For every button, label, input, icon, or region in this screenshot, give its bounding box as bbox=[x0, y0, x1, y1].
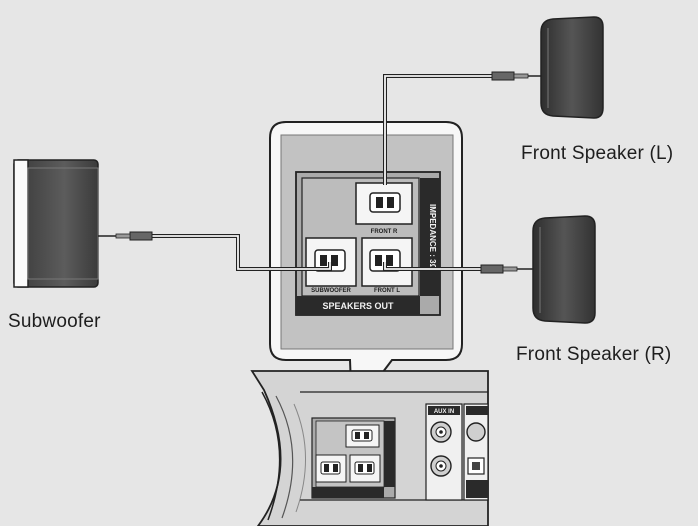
speakers-out-title: SPEAKERS OUT bbox=[322, 301, 394, 311]
front-r-jack-label: FRONT R bbox=[371, 229, 398, 235]
subwoofer-jack bbox=[305, 237, 357, 287]
front-right-speaker-icon bbox=[532, 215, 596, 324]
subwoofer-label: Subwoofer bbox=[8, 311, 101, 332]
front-r-jack bbox=[355, 182, 413, 225]
front-right-cable bbox=[383, 262, 533, 274]
aux-in-label: AUX IN bbox=[434, 409, 454, 415]
front-left-speaker-label: Front Speaker (L) bbox=[521, 143, 674, 164]
front-left-speaker-icon bbox=[540, 16, 604, 119]
main-unit-rear-icon: AUX IN bbox=[250, 370, 489, 526]
front-right-speaker-label: Front Speaker (R) bbox=[516, 344, 672, 365]
subwoofer-cable bbox=[98, 231, 332, 271]
front-l-jack-label: FRONT L bbox=[374, 288, 400, 294]
speakers-out-panel: FRONT R SUBWOOFER FRONT L SPEAKERS OUT I… bbox=[295, 171, 441, 316]
subwoofer-icon bbox=[13, 159, 99, 288]
subwoofer-jack-label: SUBWOOFER bbox=[311, 288, 351, 294]
impedance-label: IMPEDANCE : 3Ω bbox=[428, 204, 437, 271]
front-left-cable bbox=[383, 71, 541, 185]
